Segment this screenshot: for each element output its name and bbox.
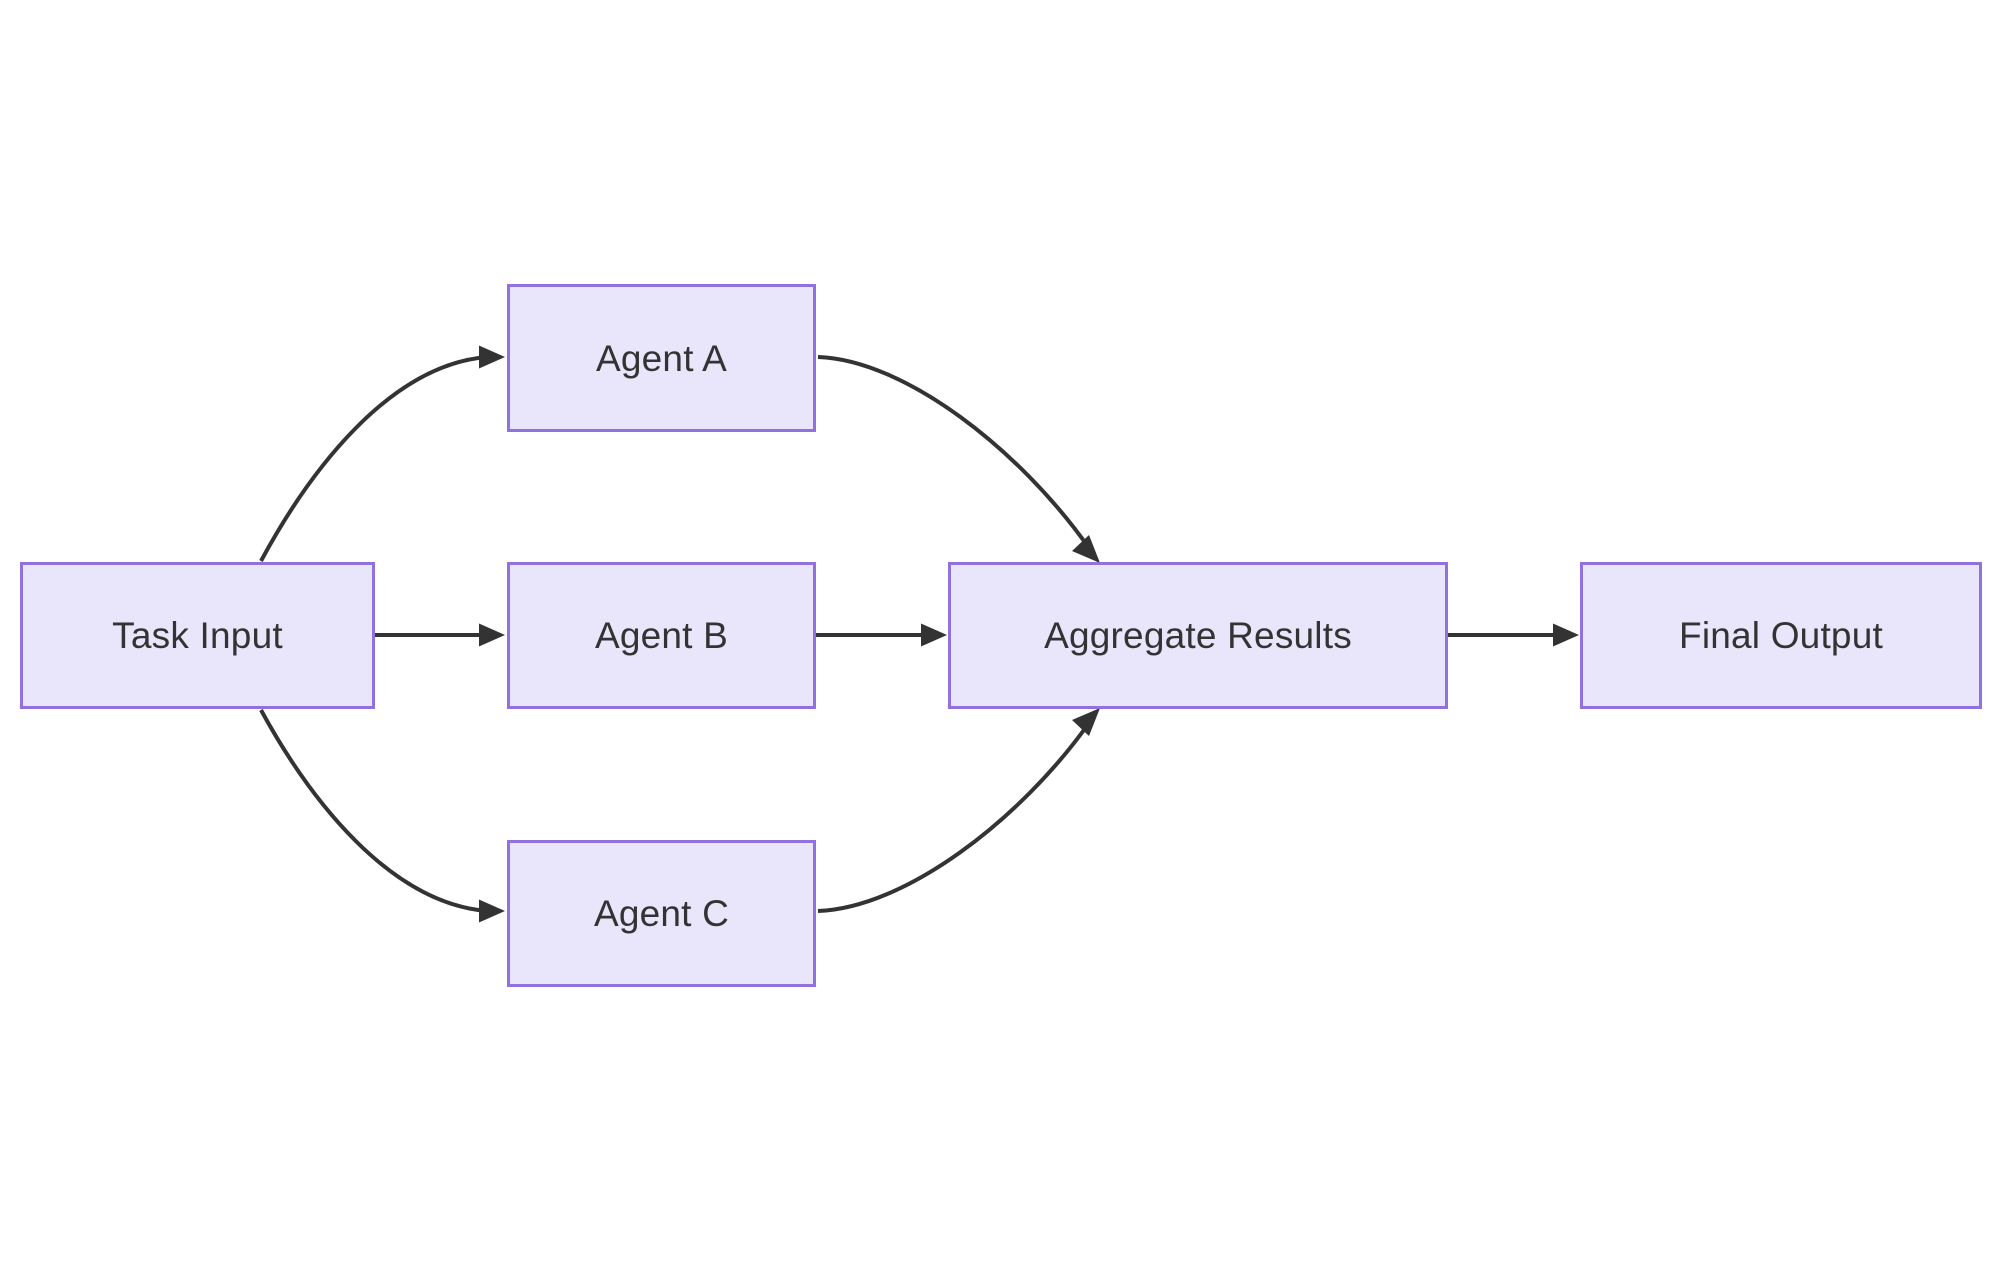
node-label-task-input: Task Input	[112, 615, 283, 656]
edge-task-input-agent-b	[375, 623, 505, 647]
node-agent-b[interactable]: Agent B	[507, 562, 816, 709]
node-label-agent-c: Agent C	[593, 893, 730, 934]
arrowhead-icon	[479, 345, 505, 369]
edge-task-input-agent-a	[259, 345, 505, 562]
node-final-output[interactable]: Final Output	[1580, 562, 1982, 709]
arrowhead-icon	[1553, 623, 1579, 647]
edge-aggregate-final-output	[1448, 623, 1579, 647]
arrowhead-icon	[479, 623, 505, 647]
node-agent-a[interactable]: Agent A	[507, 284, 816, 432]
arrowhead-icon	[1072, 535, 1100, 563]
arrowhead-icon	[921, 623, 947, 647]
node-agent-c[interactable]: Agent C	[507, 840, 816, 987]
node-aggregate-results[interactable]: Aggregate Results	[948, 562, 1448, 709]
edge-task-input-agent-c	[259, 709, 505, 923]
edge-agent-a-aggregate	[817, 355, 1100, 563]
arrowhead-icon	[1072, 708, 1100, 736]
node-label-agent-b: Agent B	[594, 615, 729, 656]
node-task-input[interactable]: Task Input	[20, 562, 375, 709]
edge-agent-b-aggregate	[816, 623, 947, 647]
edge-agent-c-aggregate	[817, 708, 1100, 913]
node-label-final-output: Final Output	[1679, 615, 1883, 656]
node-label-aggregate-results: Aggregate Results	[1044, 615, 1352, 656]
arrowhead-icon	[479, 899, 505, 923]
node-label-agent-a: Agent A	[595, 337, 727, 379]
